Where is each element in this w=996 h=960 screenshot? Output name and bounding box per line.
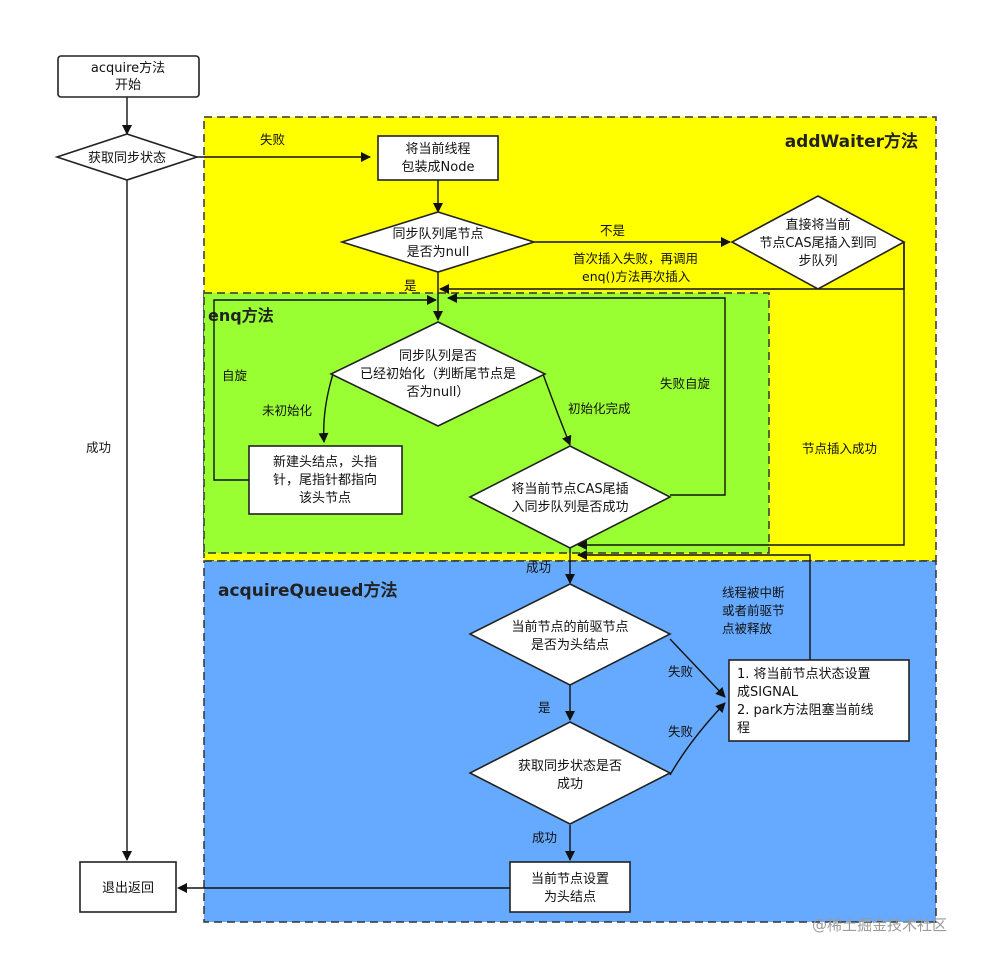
label-fail-spin: 失败自旋 bbox=[660, 376, 711, 391]
label-fail-state: 失败 bbox=[668, 724, 694, 739]
get-state2-line-1: 获取同步状态是否 bbox=[518, 759, 622, 774]
new-head-line-3: 该头节点 bbox=[299, 491, 351, 506]
label-first-insert-1: 首次插入失败，再调用 bbox=[573, 251, 698, 266]
wrap-line-2: 包装成Node bbox=[402, 160, 475, 175]
cas-tail-line-1: 将当前节点CAS尾插 bbox=[511, 481, 628, 497]
label-init-done: 初始化完成 bbox=[568, 401, 631, 416]
prev-is-head-line-1: 当前节点的前驱节点 bbox=[511, 619, 628, 635]
node-cas-tail: 将当前节点CAS尾插 入同步队列是否成功 bbox=[468, 445, 672, 549]
label-success-state: 成功 bbox=[532, 830, 557, 845]
node-start: acquire方法 开始 bbox=[57, 55, 200, 98]
label-interrupt-1: 线程被中断 bbox=[722, 585, 785, 600]
node-prev-is-head: 当前节点的前驱节点 是否为头结点 bbox=[468, 583, 672, 686]
park-line-1: 1. 将当前节点状态设置 bbox=[737, 666, 871, 682]
set-head-line-1: 当前节点设置 bbox=[531, 871, 609, 887]
label-yes: 是 bbox=[404, 278, 417, 293]
label-first-insert-2: enq()方法再次插入 bbox=[582, 269, 691, 284]
exit-line-1: 退出返回 bbox=[102, 881, 154, 896]
edge-init-no bbox=[318, 373, 334, 443]
tail-null-line-1: 同步队列尾节点 bbox=[392, 227, 483, 242]
edge-labels: 失败 不是 首次插入失败，再调用 enq()方法再次插入 是 自旋 未初始化 初… bbox=[86, 132, 877, 845]
park-line-2: 成SIGNAL bbox=[737, 685, 799, 700]
node-direct-cas: 直接将当前 节点CAS尾插入到同 步队列 bbox=[730, 195, 906, 290]
start-line-1: acquire方法 bbox=[91, 60, 165, 76]
label-success-cas: 成功 bbox=[526, 560, 551, 575]
direct-cas-line-1: 直接将当前 bbox=[785, 217, 850, 233]
get-state-line-1: 获取同步状态 bbox=[88, 151, 166, 166]
direct-cas-line-3: 步队列 bbox=[798, 254, 837, 269]
label-insert-success: 节点插入成功 bbox=[802, 441, 877, 456]
enq-title: enq方法 bbox=[208, 306, 274, 325]
node-new-head: 新建头结点，头指 针，尾指针都指向 该头节点 bbox=[248, 445, 403, 515]
queue-init-line-2: 已经初始化（判断尾节点是 bbox=[360, 367, 516, 382]
new-head-line-1: 新建头结点，头指 bbox=[273, 454, 377, 470]
direct-cas-line-2: 节点CAS尾插入到同 bbox=[759, 236, 876, 251]
edge-insert-success bbox=[577, 242, 905, 550]
edges bbox=[122, 97, 905, 893]
new-head-line-2: 针，尾指针都指向 bbox=[273, 472, 377, 488]
node-tail-null: 同步队列尾节点 是否为null bbox=[339, 211, 537, 273]
label-interrupt-3: 点被释放 bbox=[722, 621, 773, 636]
queue-init-line-1: 同步队列是否 bbox=[399, 349, 477, 364]
set-head-line-2: 为头结点 bbox=[544, 890, 596, 905]
node-exit: 退出返回 bbox=[79, 861, 177, 913]
cas-tail-line-2: 入同步队列是否成功 bbox=[511, 500, 628, 515]
get-state2-line-2: 成功 bbox=[557, 777, 583, 792]
label-success-main: 成功 bbox=[86, 440, 111, 455]
label-not-init: 未初始化 bbox=[262, 403, 313, 418]
label-interrupt-2: 或者前驱节 bbox=[722, 603, 785, 618]
edge-state2-to-park bbox=[669, 702, 726, 776]
edge-park-back bbox=[577, 550, 811, 660]
label-not-null: 不是 bbox=[600, 223, 626, 238]
node-get-state2: 获取同步状态是否 成功 bbox=[468, 721, 672, 825]
node-set-head: 当前节点设置 为头结点 bbox=[509, 861, 631, 913]
park-line-3: 2. park方法阻塞当前线 bbox=[737, 702, 874, 718]
wrap-line-1: 将当前线程 bbox=[405, 141, 470, 157]
node-get-state: 获取同步状态 bbox=[54, 133, 200, 181]
node-queue-init: 同步队列是否 已经初始化（判断尾节点是 否为null） bbox=[329, 321, 547, 427]
edge-fail-spin bbox=[447, 293, 726, 496]
edge-prev-to-park bbox=[669, 638, 726, 698]
start-line-2: 开始 bbox=[115, 78, 141, 93]
watermark: @稀土掘金技术社区 bbox=[812, 916, 947, 934]
addwaiter-title: addWaiter方法 bbox=[785, 131, 918, 152]
edge-init-yes bbox=[542, 373, 572, 446]
label-spin: 自旋 bbox=[222, 368, 248, 383]
label-fail: 失败 bbox=[260, 132, 286, 147]
prev-is-head-line-2: 是否为头结点 bbox=[531, 638, 609, 653]
park-line-4: 程 bbox=[737, 721, 750, 736]
label-fail-prev: 失败 bbox=[668, 664, 694, 679]
label-yes-prev: 是 bbox=[538, 700, 551, 715]
edge-spin bbox=[213, 295, 437, 481]
acquire-queued-title: acquireQueued方法 bbox=[218, 580, 397, 601]
tail-null-line-2: 是否为null bbox=[407, 245, 470, 260]
node-park: 1. 将当前节点状态设置 成SIGNAL 2. park方法阻塞当前线 程 bbox=[728, 659, 910, 742]
node-wrap: 将当前线程 包装成Node bbox=[377, 135, 499, 181]
queue-init-line-3: 否为null） bbox=[407, 385, 470, 400]
